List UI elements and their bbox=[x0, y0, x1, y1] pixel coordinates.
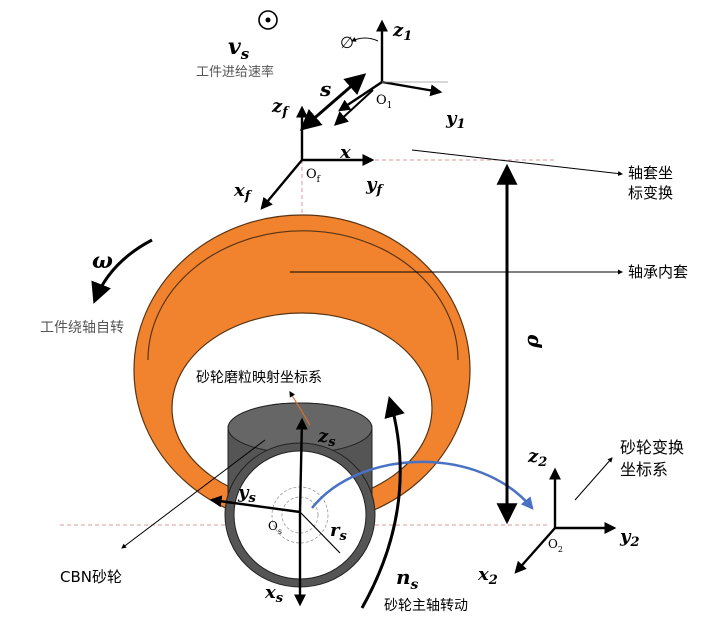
frame-os bbox=[209, 417, 341, 607]
abrasive-map-label: 砂轮磨粒映射坐标系 bbox=[196, 370, 322, 386]
y1-axis bbox=[381, 80, 443, 97]
rs-radius-line bbox=[299, 511, 341, 554]
ys-label: ys bbox=[237, 482, 256, 506]
xs-label: xs bbox=[264, 582, 284, 606]
xf-label: xf bbox=[233, 180, 253, 204]
of-label: Of bbox=[306, 167, 321, 185]
ring-inner-edge bbox=[147, 230, 459, 361]
phi-label: ∅ bbox=[340, 33, 354, 52]
rs-label: rs bbox=[330, 520, 347, 544]
x2-label: x2 bbox=[477, 564, 498, 588]
frame-o1 bbox=[338, 19, 443, 112]
spindle-rotation-label: 砂轮主轴转动 bbox=[384, 598, 468, 614]
x-label: x bbox=[339, 142, 351, 163]
sleeve-transform-label-line1: 轴套坐 bbox=[628, 164, 673, 182]
y1-label: y1 bbox=[445, 108, 466, 132]
omega-label: ω bbox=[92, 248, 113, 274]
z1-label: z1 bbox=[392, 20, 412, 44]
o1-label: O1 bbox=[376, 93, 392, 111]
cbn-wheel-pointer bbox=[121, 439, 266, 549]
vs-dot-icon bbox=[265, 17, 271, 23]
cbn-wheel-label: CBN砂轮 bbox=[60, 568, 122, 586]
inner-race-label: 轴承内套 bbox=[628, 263, 688, 281]
sleeve-transform-pointer bbox=[411, 149, 623, 177]
s-feed-arrow-outer bbox=[299, 73, 367, 131]
spindle-inner-circle bbox=[281, 496, 319, 534]
o2-label: O2 bbox=[548, 537, 563, 554]
self-rotation-label: 工件绕轴自转 bbox=[40, 320, 124, 336]
ns-label: ns bbox=[396, 565, 419, 593]
frame-o2 bbox=[514, 467, 617, 574]
yf-label: yf bbox=[365, 174, 384, 198]
wheel-transform-pointer bbox=[574, 457, 613, 501]
z2-label: z2 bbox=[527, 446, 547, 470]
wheel-transform-label-line1: 砂轮变换 bbox=[620, 438, 684, 457]
vs-out-of-plane-icon bbox=[258, 10, 278, 30]
rho-label: ρ bbox=[519, 334, 543, 349]
frame-of bbox=[260, 105, 375, 210]
phi-rotation-arrow bbox=[351, 37, 379, 42]
y2-label: y2 bbox=[619, 526, 640, 550]
s-label: s bbox=[319, 77, 331, 101]
zf-label: zf bbox=[271, 96, 290, 120]
zs-label: zs bbox=[317, 426, 336, 450]
os-label: Os bbox=[268, 519, 282, 536]
x2-axis bbox=[514, 527, 556, 574]
xf-axis bbox=[260, 159, 303, 210]
feed-rate-label: 工件进给速率 bbox=[196, 64, 274, 80]
s-feed-arrow-inner bbox=[333, 89, 374, 126]
wheel-transform-label-line2: 坐标系 bbox=[620, 460, 668, 479]
zs-axis bbox=[295, 417, 308, 513]
ys-axis bbox=[209, 495, 301, 514]
omega-rotation-arrow bbox=[91, 238, 153, 304]
sleeve-transform-label-line2: 标变换 bbox=[628, 184, 673, 202]
vs-label: vs bbox=[228, 34, 250, 63]
ns-rotation-arrow bbox=[360, 395, 405, 609]
